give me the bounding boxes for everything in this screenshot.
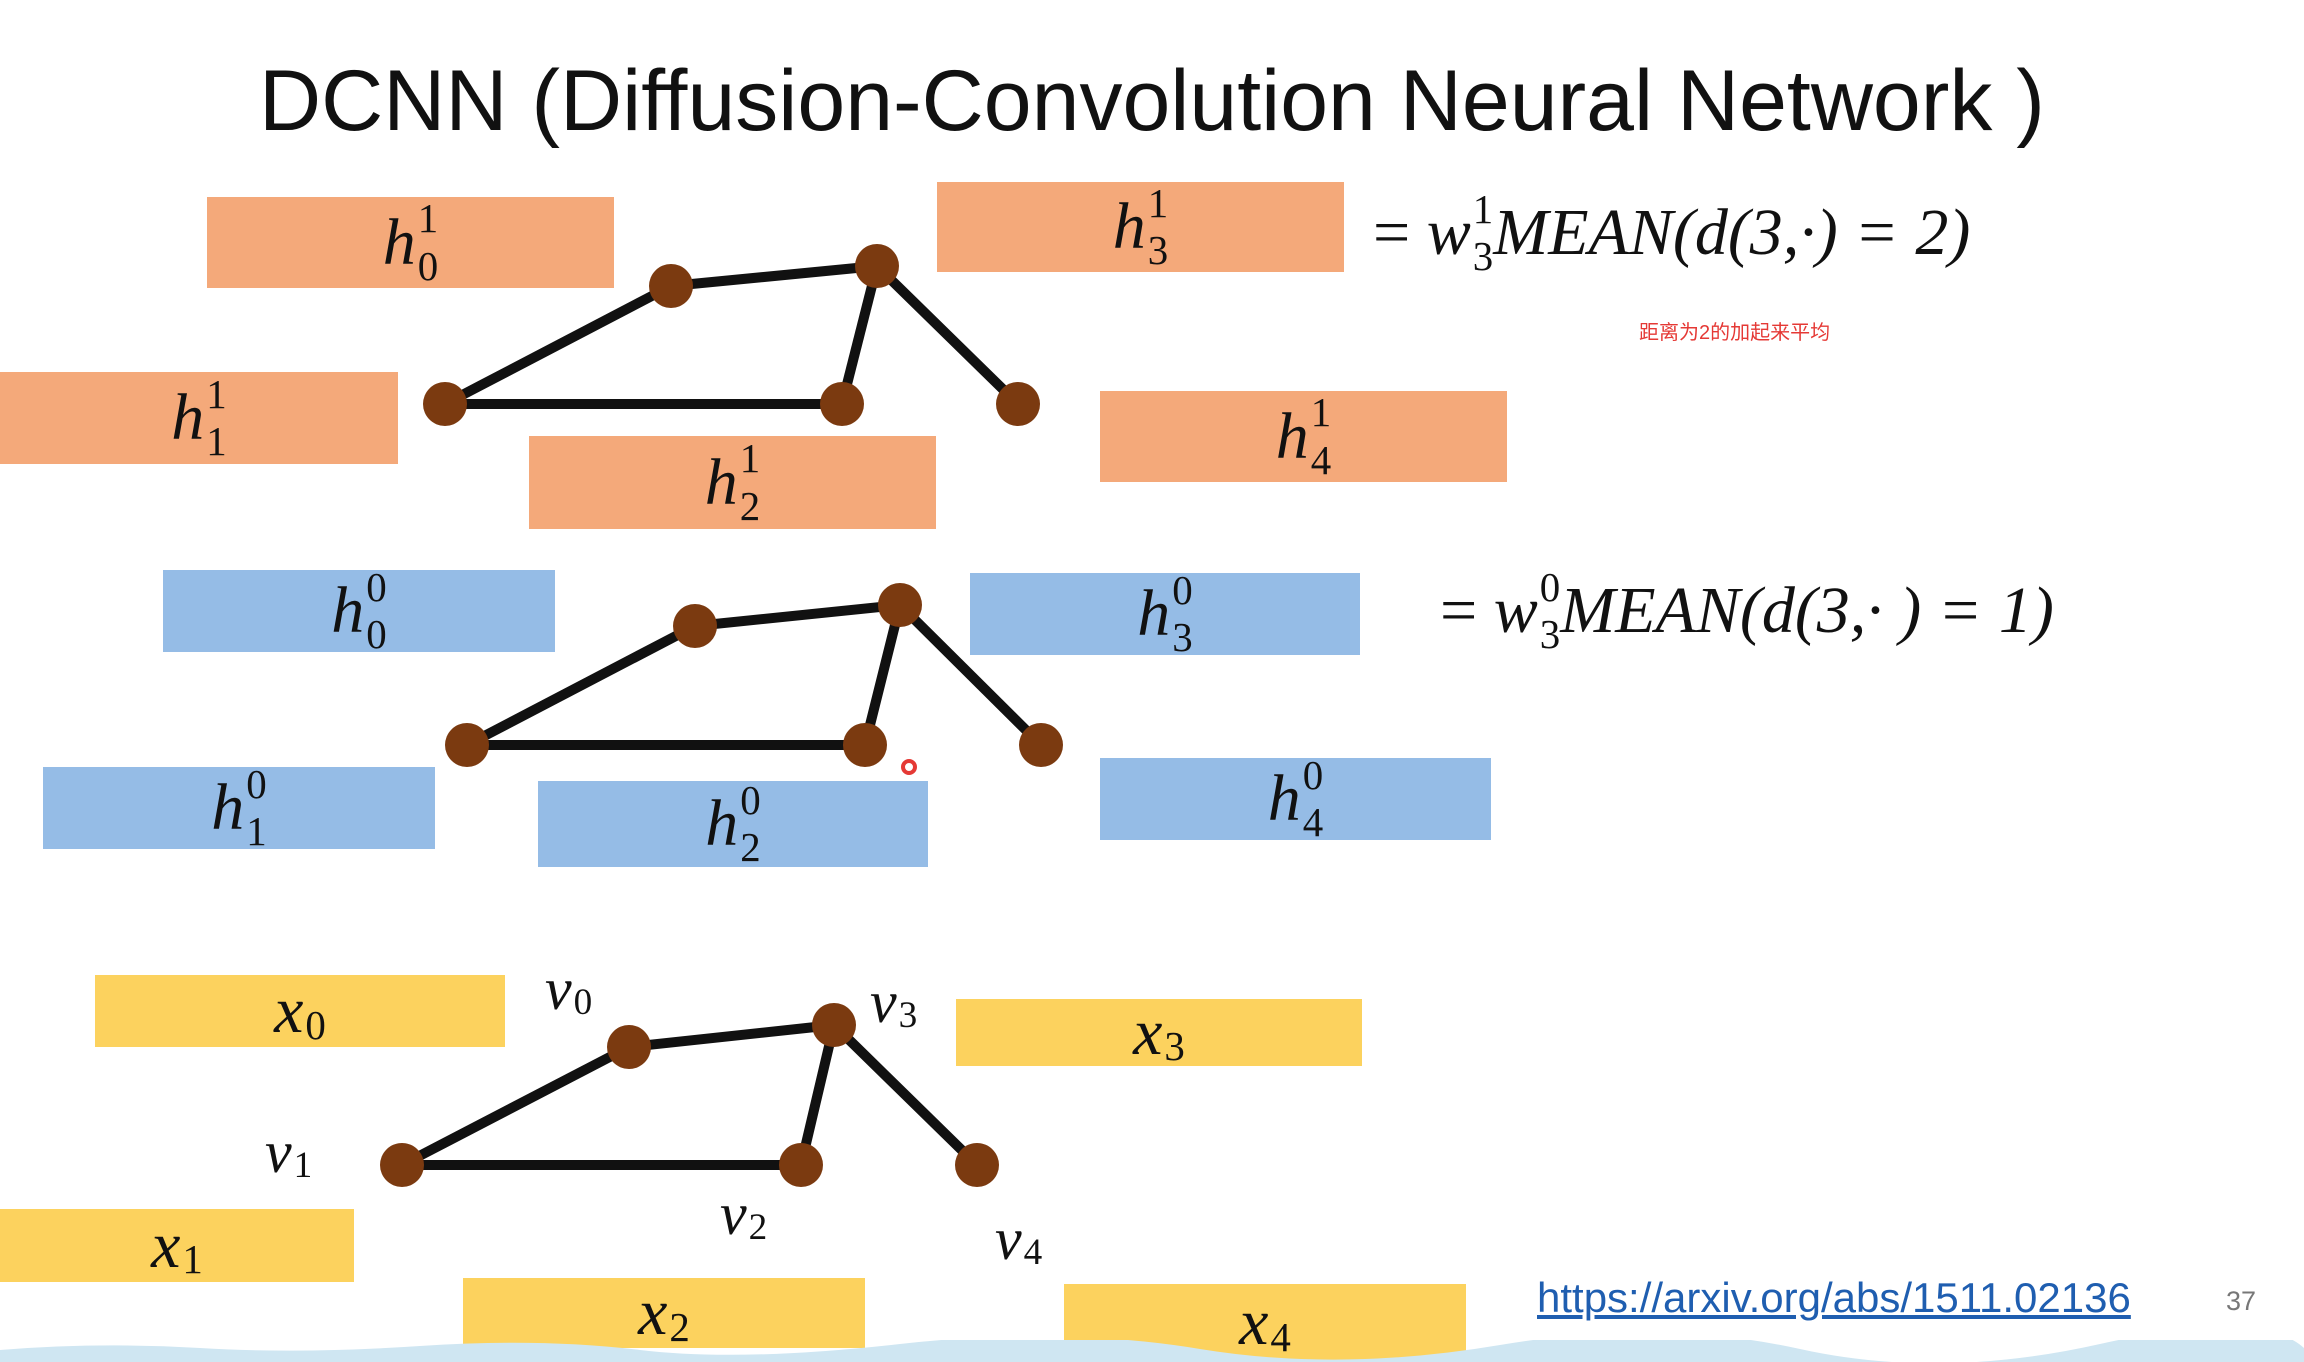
arxiv-link[interactable]: https://arxiv.org/abs/1511.02136 xyxy=(1537,1274,2131,1321)
layer1-node-v0 xyxy=(649,264,693,308)
layer1-node-v2 xyxy=(820,382,864,426)
input-node-v2 xyxy=(779,1143,823,1187)
layer1-node-v4 xyxy=(996,382,1040,426)
input-node-v4 xyxy=(955,1143,999,1187)
layer1-edge-v1-v0 xyxy=(442,281,674,409)
layer0-edge-v2-v3 xyxy=(860,603,905,747)
layer1-node-v1 xyxy=(423,382,467,426)
pointer-cursor-icon xyxy=(901,759,917,775)
input-edge-v1-v0 xyxy=(399,1042,632,1170)
layer1-node-v3 xyxy=(855,244,899,288)
layer0-edge-v1-v0 xyxy=(464,621,698,750)
layer0-edge-v0-v3 xyxy=(694,600,901,631)
input-edge-v2-v3 xyxy=(796,1023,839,1167)
layer1-edge-v0-v3 xyxy=(670,261,878,291)
layer0-node-v4 xyxy=(1019,723,1063,767)
layer0-node-v1 xyxy=(445,723,489,767)
layer0-node-v2 xyxy=(843,723,887,767)
page-number: 37 xyxy=(2226,1286,2257,1316)
slide-title: DCNN (Diffusion-Convolution Neural Netwo… xyxy=(259,53,2045,149)
input-edge-v0-v3 xyxy=(628,1020,835,1052)
decorative-wave xyxy=(0,1340,2304,1362)
layer0-edge-v3-v4 xyxy=(896,601,1045,749)
layer1-edge-v2-v3 xyxy=(837,264,882,406)
layer0-node-v3 xyxy=(878,583,922,627)
input-node-v0 xyxy=(607,1025,651,1069)
layer1-edge-v3-v4 xyxy=(873,262,1022,408)
input-node-v3 xyxy=(812,1003,856,1047)
input-edge-v3-v4 xyxy=(830,1021,981,1169)
input-node-v1 xyxy=(380,1143,424,1187)
annotation-note: 距离为2的加起来平均 xyxy=(1639,322,1831,344)
layer0-node-v0 xyxy=(673,604,717,648)
